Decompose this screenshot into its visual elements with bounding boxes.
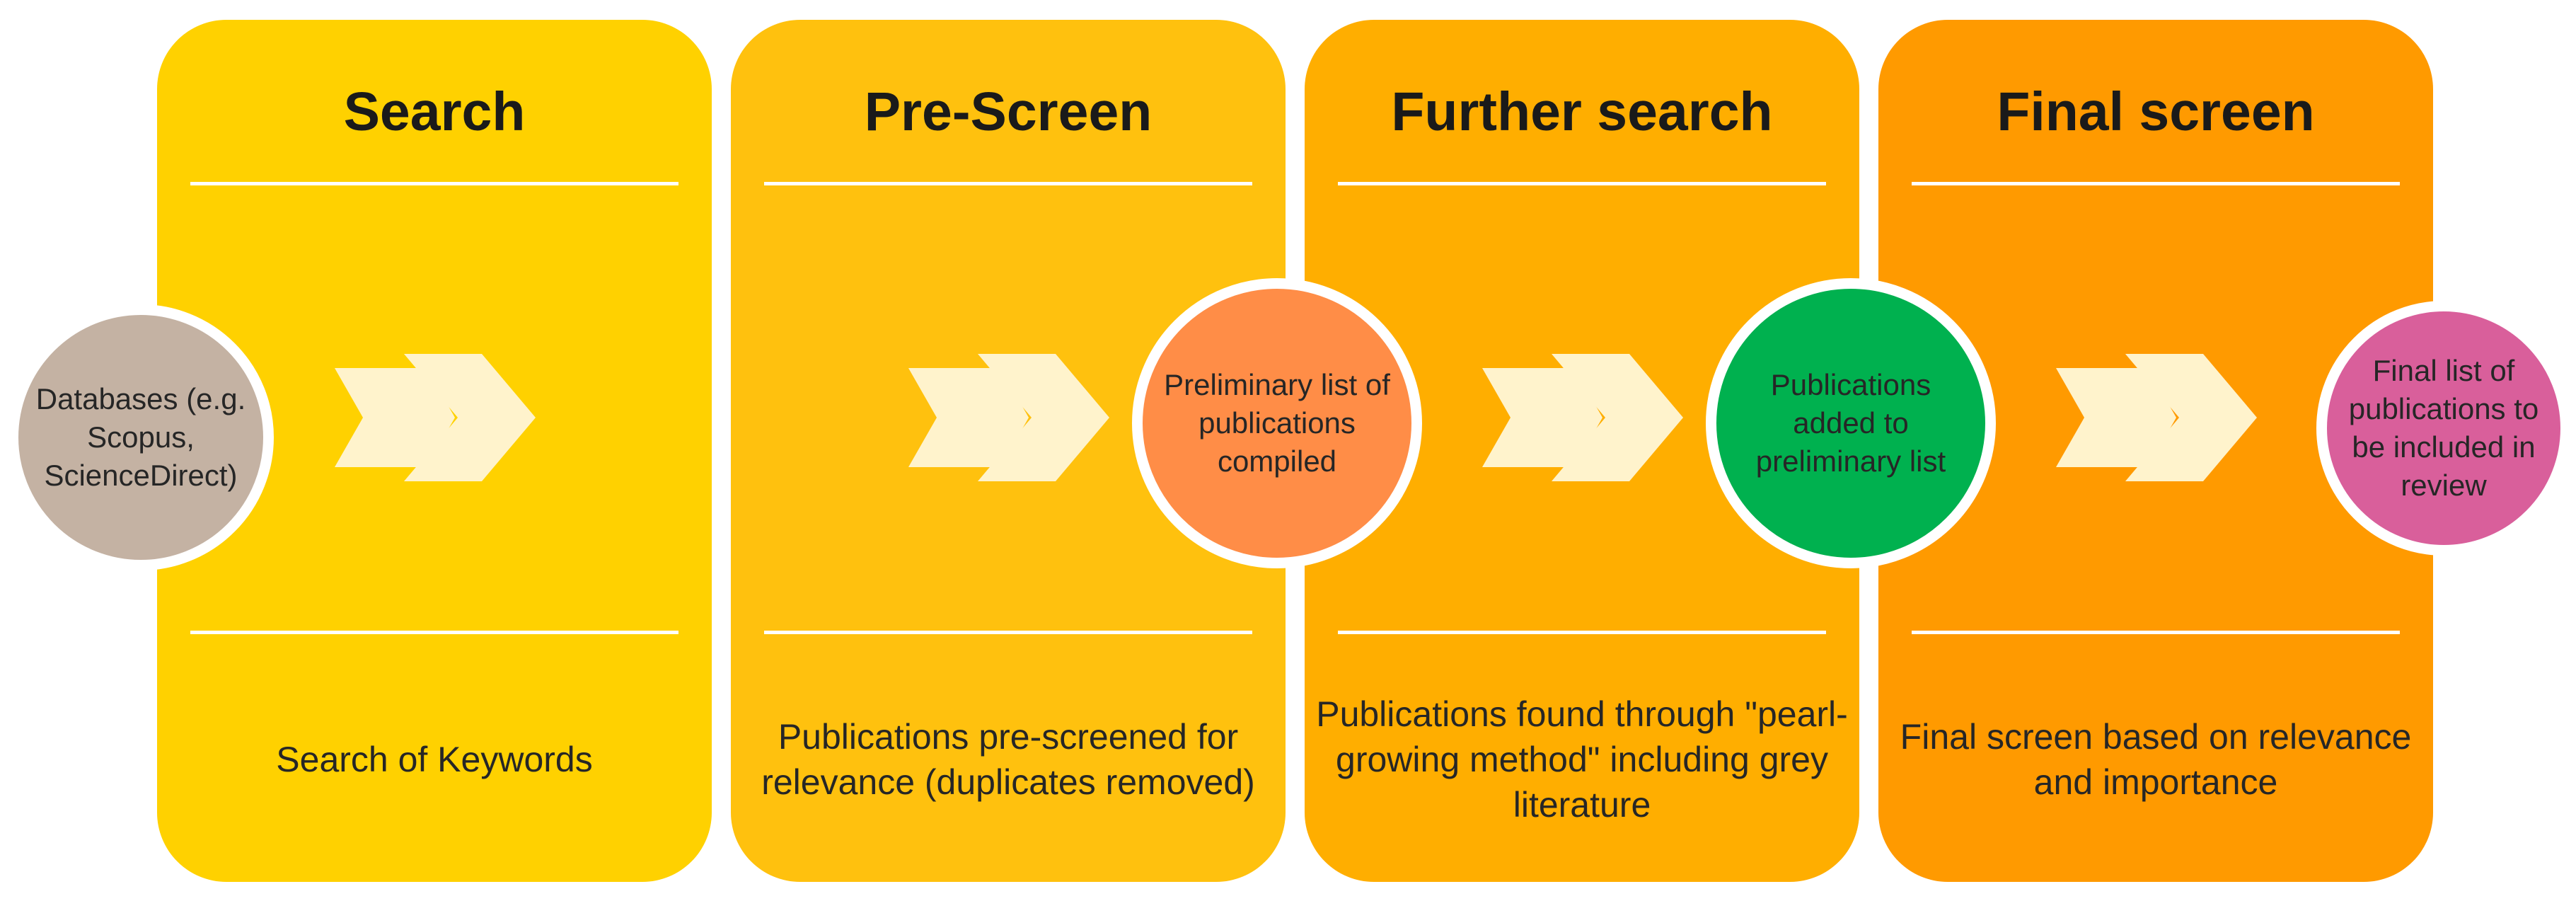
stage-title: Pre-Screen (864, 81, 1153, 142)
divider (190, 182, 678, 185)
chevron-double-arrow-icon (2056, 354, 2257, 481)
divider (1912, 631, 2400, 634)
stage-description: Final screen based on relevance and impo… (1900, 717, 2412, 802)
chevron-double-arrow-icon (335, 354, 536, 481)
chevron-double-arrow-icon (908, 354, 1109, 481)
divider (764, 631, 1252, 634)
divider (190, 631, 678, 634)
divider (764, 182, 1252, 185)
stage-title: Further search (1391, 81, 1773, 142)
stage-description: Publications found through "pearl-growin… (1316, 694, 1848, 825)
preliminary-list-node: Preliminary list of publications compile… (1132, 278, 1422, 568)
final-list-node-label: Final list of publications to be include… (2348, 354, 2539, 502)
final-list-node: Final list of publications to be include… (2316, 301, 2571, 556)
preliminary-list-node-label: Preliminary list of publications compile… (1164, 368, 1390, 478)
stage-title: Search (343, 81, 526, 142)
databases-node-label: Databases (e.g. Scopus, ScienceDirect) (35, 382, 246, 492)
divider (1912, 182, 2400, 185)
chevron-double-arrow-icon (1482, 354, 1683, 481)
stage-description: Search of Keywords (276, 740, 593, 779)
stage-description: Publications pre-screened for relevance … (761, 717, 1255, 802)
stage-title: Final screen (1997, 81, 2315, 142)
divider (1338, 182, 1826, 185)
divider (1338, 631, 1826, 634)
databases-node: Databases (e.g. Scopus, ScienceDirect) (8, 304, 274, 570)
publications-added-node: Publications added to preliminary list (1706, 278, 1996, 568)
publications-added-node-label: Publications added to preliminary list (1755, 368, 1946, 478)
